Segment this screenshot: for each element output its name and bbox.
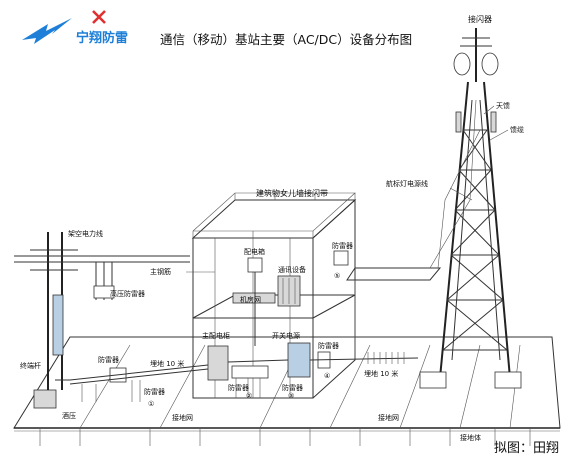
label-parapet-strip: 建筑物女儿墙接闪带 xyxy=(256,188,328,198)
label-antenna: 天馈 xyxy=(496,101,510,110)
star-icon xyxy=(92,10,106,24)
label-buried-10m-right: 埋地 10 米 xyxy=(364,369,398,378)
comm-tower xyxy=(419,28,522,389)
equipment-building xyxy=(191,192,442,399)
label-ground-net-right: 接地网 xyxy=(378,413,399,422)
label-overhead-line: 架空电力线 xyxy=(68,229,103,238)
label-spd-right: 防雷器 xyxy=(318,341,339,350)
label-substation: 酒压 xyxy=(62,412,76,420)
label-circle-4: ④ xyxy=(324,372,330,380)
brand-name: 宁翔防雷 xyxy=(76,30,128,46)
label-distribution-box: 配电箱 xyxy=(244,247,265,256)
label-spd-mid1: 防雷器 xyxy=(228,383,249,392)
label-circle-5: ⑤ xyxy=(334,272,340,280)
ground-plane xyxy=(13,336,561,446)
label-ground-body: 接地体 xyxy=(460,433,481,442)
diagram-title: 通信（移动）基站主要（AC/DC）设备分布图 xyxy=(160,32,412,47)
label-spd-left: 防雷器 xyxy=(98,355,119,364)
label-main-dist-cabinet: 主配电柜 xyxy=(202,331,230,340)
label-main-steel-bar: 主钢筋 xyxy=(150,267,171,276)
lightning-bolt-icon xyxy=(22,18,72,44)
label-spd-circle1: 防雷器 xyxy=(144,387,165,396)
leader-lines xyxy=(186,105,509,273)
brand-logo: 宁翔防雷 xyxy=(22,10,128,46)
label-ground-net-left: 接地网 xyxy=(172,413,193,422)
label-hv-spd: 高压防雷器 xyxy=(110,289,145,298)
label-buried-10m-left: 埋地 10 米 xyxy=(150,359,184,368)
label-lightning-rod: 接闪器 xyxy=(468,14,492,24)
cables xyxy=(69,272,419,402)
label-comm-equipment: 通讯设备 xyxy=(278,265,306,274)
label-circle-3: ③ xyxy=(288,392,294,400)
label-feeder: 馈缆 xyxy=(510,125,524,134)
label-aviation-light-cable: 航标灯电源线 xyxy=(386,179,428,188)
label-circle-2: ② xyxy=(246,392,252,400)
label-terminal-pole: 终端杆 xyxy=(20,361,41,370)
label-spd-mid2: 防雷器 xyxy=(282,383,303,392)
label-circle-1: ① xyxy=(148,400,154,408)
labels: 接闪器 天馈 馈缆 航标灯电源线 建筑物女儿墙接闪带 主钢筋 配电箱 通讯设备 … xyxy=(20,14,559,456)
author-credit: 拟图：田翔 xyxy=(494,441,559,456)
power-line xyxy=(14,232,190,390)
label-spd-top: 防雷器 xyxy=(332,241,353,250)
label-switch-power: 开关电源 xyxy=(272,331,300,340)
label-equip-room: 机房网 xyxy=(240,295,261,304)
